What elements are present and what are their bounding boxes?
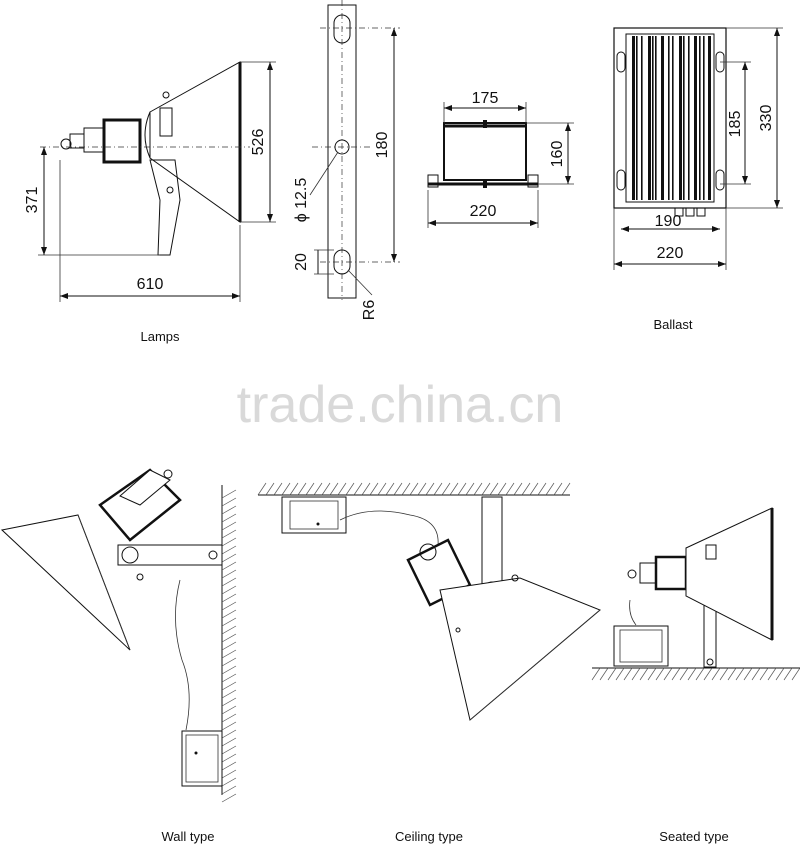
lamp-side-view: [38, 61, 276, 302]
seated-type-drawing: [591, 507, 800, 681]
bracket-radius-dimension: R6: [361, 300, 378, 321]
ceiling-type-drawing: [257, 482, 601, 721]
bracket-hole-dimension: ϕ 12.5: [293, 178, 310, 223]
ballast-front-view: [427, 102, 574, 228]
lamp-height-dimension: 526: [250, 129, 267, 156]
mounting-bracket: [309, 0, 400, 300]
lamps-caption: Lamps: [140, 329, 180, 344]
ballast-front-top-dimension: 175: [472, 90, 499, 107]
ballast-front-height-dimension: 160: [549, 141, 566, 168]
wall-type-caption: Wall type: [162, 829, 215, 844]
ballast-inner-height-dimension: 185: [727, 111, 744, 138]
ceiling-type-caption: Ceiling type: [395, 829, 463, 844]
ballast-outer-height-dimension: 330: [758, 105, 775, 132]
seated-type-caption: Seated type: [659, 829, 728, 844]
ballast-caption: Ballast: [653, 317, 692, 332]
watermark-text: trade.china.cn: [237, 376, 564, 434]
lamp-width-dimension: 610: [137, 276, 164, 293]
ballast-outer-width-dimension: 220: [657, 245, 684, 262]
ballast-inner-width-dimension: 190: [655, 213, 682, 230]
ballast-front-bottom-dimension: 220: [470, 203, 497, 220]
bracket-slot-dimension: 20: [293, 253, 310, 271]
bracket-length-dimension: 180: [374, 132, 391, 159]
ballast-top-view: [613, 27, 783, 270]
lamp-offset-dimension: 371: [24, 187, 41, 214]
wall-type-drawing: [0, 468, 237, 803]
